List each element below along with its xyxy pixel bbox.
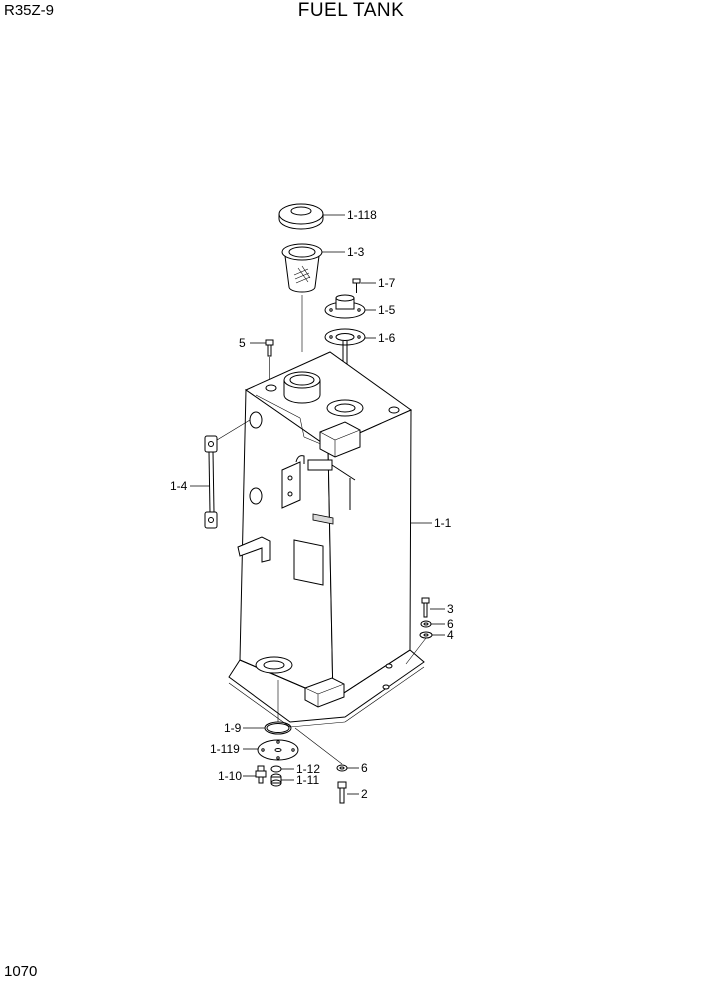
part-label: 1-3	[347, 245, 365, 259]
part-label: 2	[361, 787, 368, 801]
model-code: R35Z-9	[4, 2, 55, 19]
callout-3: 3	[430, 602, 454, 616]
callout-1-12: 1-12	[281, 762, 320, 776]
lock-washer-6b-drawing	[294, 727, 348, 772]
part-label: 1-119	[210, 742, 240, 756]
callout-6a: 6	[431, 617, 454, 631]
callout-1-9: 1-9	[224, 721, 265, 735]
part-label: 1-4	[170, 479, 188, 493]
part-label: 1-7	[378, 276, 396, 290]
callout-1-1: 1-1	[411, 516, 452, 530]
screw-drawing	[352, 278, 361, 293]
callout-1-118: 1-118	[323, 208, 377, 222]
part-label: 1-1	[434, 516, 452, 530]
callout-2: 2	[347, 787, 368, 801]
level-gauge-drawing	[204, 419, 251, 529]
callout-5: 5	[239, 336, 266, 350]
part-label: 3	[447, 602, 454, 616]
callout-1-119: 1-119	[210, 742, 258, 756]
drain-plate-drawing	[257, 739, 299, 761]
callout-1-3: 1-3	[322, 245, 365, 259]
bolt-2-drawing	[337, 781, 347, 804]
bolt-3-drawing	[421, 597, 430, 618]
page-title: FUEL TANK	[297, 0, 405, 21]
part-label: 1-10	[218, 769, 242, 783]
filler-cap-drawing	[278, 203, 324, 230]
part-label: 6	[361, 761, 368, 775]
lock-washer-6a-drawing	[420, 620, 432, 628]
callout-6b: 6	[347, 761, 368, 775]
part-label: 4	[447, 628, 454, 642]
part-label: 1-118	[347, 208, 377, 222]
small-o-ring-drawing	[270, 765, 282, 773]
callout-1-4: 1-4	[170, 479, 210, 493]
part-label: 6	[447, 617, 454, 631]
callout-1-5: 1-5	[365, 303, 396, 317]
strainer-drawing	[281, 243, 323, 352]
callout-1-7: 1-7	[361, 276, 396, 290]
fuel-tank-body-drawing	[228, 351, 425, 728]
callout-1-6: 1-6	[365, 331, 396, 345]
part-label: 5	[239, 336, 246, 350]
part-label: 1-11	[296, 773, 319, 787]
part-label: 1-12	[296, 762, 320, 776]
callout-1-11: 1-11	[281, 773, 319, 787]
part-label: 1-9	[224, 721, 242, 735]
part-label: 1-5	[378, 303, 396, 317]
part-label: 1-6	[378, 331, 396, 345]
drain-valve-drawing	[255, 765, 267, 784]
page-number: 1070	[4, 963, 38, 980]
callout-1-10: 1-10	[218, 769, 256, 783]
callout-4: 4	[432, 628, 454, 642]
fuel-sender-drawing	[324, 294, 366, 319]
drain-plug-drawing	[270, 773, 282, 787]
